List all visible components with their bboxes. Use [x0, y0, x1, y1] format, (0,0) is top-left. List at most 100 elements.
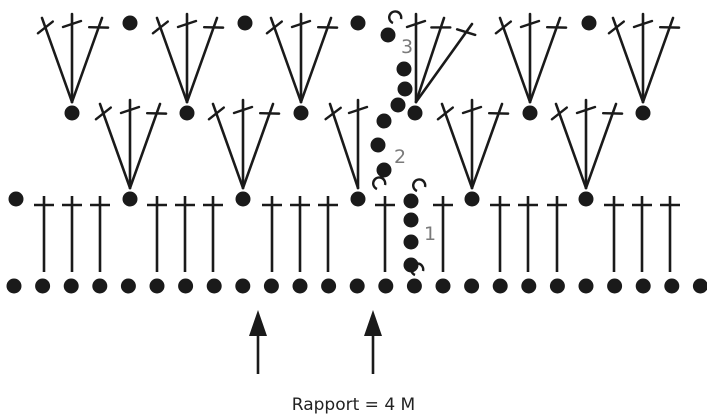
single-crochet [350, 191, 366, 207]
chain-stitch [321, 278, 337, 294]
chain-stitch [35, 278, 51, 294]
turning-chain [376, 113, 392, 129]
treble-stitch [262, 196, 282, 272]
single-crochet [122, 191, 138, 207]
treble-stitch [575, 98, 597, 190]
treble-stitch [34, 196, 54, 272]
repeat-arrow [249, 310, 267, 374]
treble-stitch [414, 16, 452, 104]
treble-stitch [547, 196, 567, 272]
turning-chain [390, 97, 406, 113]
row-label-3: 3 [401, 36, 413, 58]
slip-stitch [388, 10, 403, 25]
treble-stitch [490, 196, 510, 272]
treble-stitch [290, 196, 310, 272]
repeat-arrow [364, 310, 382, 374]
treble-stitch [175, 196, 195, 272]
turning-chain [396, 61, 412, 77]
treble-stitch [607, 16, 645, 104]
treble-stitch [185, 16, 225, 104]
treble-stitch [62, 196, 82, 272]
single-crochet [350, 15, 366, 31]
single-crochet [179, 105, 195, 121]
turning-chain [380, 27, 396, 43]
chain-stitch [692, 278, 707, 294]
treble-stitch [550, 102, 588, 190]
treble-stitch [128, 102, 168, 190]
single-crochet [578, 191, 594, 207]
slip-stitch [372, 176, 387, 191]
chain-stitch [178, 278, 194, 294]
single-crochet [235, 191, 251, 207]
chain-stitch [92, 278, 108, 294]
chain-stitch [235, 278, 251, 294]
turning-chains [370, 10, 427, 277]
treble-stitch [207, 102, 245, 190]
treble-stitch [433, 196, 453, 272]
treble-stitch [147, 196, 167, 272]
repeat-caption: Rapport = 4 M [291, 395, 416, 415]
turning-chain [376, 162, 392, 178]
treble-stitch [90, 196, 110, 272]
treble-stitch [641, 16, 681, 104]
chain-stitch [349, 278, 365, 294]
treble-stitch [241, 102, 281, 190]
slip-stitch [410, 262, 425, 277]
turning-chain [397, 81, 413, 97]
chain-stitch [549, 278, 565, 294]
treble-stitch [318, 196, 338, 272]
turning-chain [403, 234, 419, 250]
chain-stitch [521, 278, 537, 294]
treble-stitch [405, 12, 427, 104]
treble-stitch [528, 16, 568, 104]
turning-chain [403, 193, 419, 209]
slip-stitch [412, 178, 427, 193]
treble-stitch [604, 196, 624, 272]
treble-stitch [632, 12, 654, 104]
treble-stitch [414, 22, 477, 104]
treble-stitch [494, 16, 532, 104]
chain-stitch [206, 278, 222, 294]
row-2-stitches [64, 98, 651, 190]
chain-stitch [607, 278, 623, 294]
treble-stitch [61, 12, 83, 104]
treble-stitch [518, 196, 538, 272]
chain-stitch [464, 278, 480, 294]
single-crochet [8, 191, 24, 207]
turning-chain [370, 137, 386, 153]
treble-stitch [265, 16, 303, 104]
chain-stitch [63, 278, 79, 294]
treble-stitch [324, 102, 360, 190]
treble-stitch [660, 196, 680, 272]
single-crochet [407, 105, 423, 121]
treble-stitch [290, 12, 312, 104]
single-crochet [64, 105, 80, 121]
chain-stitch [664, 278, 680, 294]
treble-stitch [375, 196, 395, 272]
repeat-arrows [249, 310, 382, 374]
treble-stitch [299, 16, 339, 104]
treble-stitch [470, 102, 510, 190]
row-label-1: 1 [424, 223, 436, 245]
single-crochet [122, 15, 138, 31]
chain-stitch [578, 278, 594, 294]
treble-stitch [519, 12, 541, 104]
single-crochet [635, 105, 651, 121]
chain-stitch [492, 278, 508, 294]
row-1-stitches [8, 191, 680, 272]
single-crochet [522, 105, 538, 121]
treble-stitch [36, 16, 74, 104]
treble-stitch [232, 98, 254, 190]
treble-stitch [151, 16, 189, 104]
treble-stitch [70, 16, 110, 104]
single-crochet [464, 191, 480, 207]
foundation-chain [6, 278, 707, 294]
chain-stitch [263, 278, 279, 294]
treble-stitch [119, 98, 141, 190]
treble-stitch [94, 102, 132, 190]
chain-stitch [292, 278, 308, 294]
single-crochet [581, 15, 597, 31]
turning-chain [403, 257, 419, 273]
chain-stitch [378, 278, 394, 294]
